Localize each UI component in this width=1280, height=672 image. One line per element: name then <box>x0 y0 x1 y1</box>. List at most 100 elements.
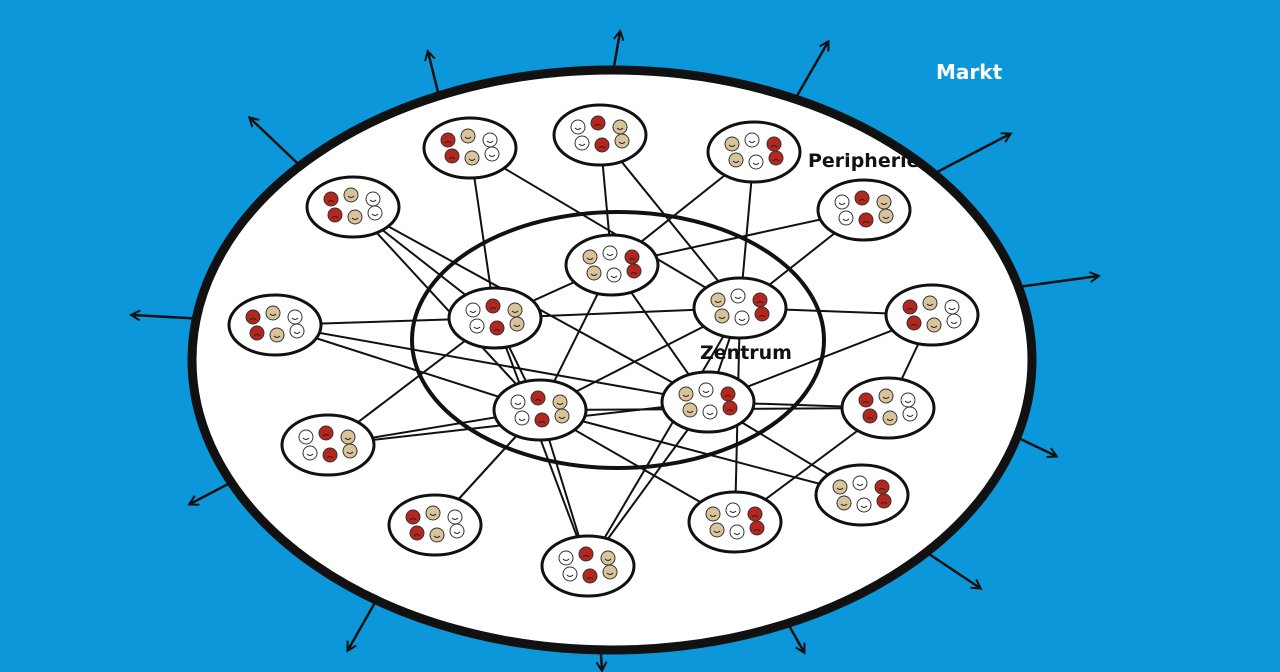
face-mouth <box>618 141 626 144</box>
face-mouth <box>738 318 746 321</box>
face-mouth <box>682 394 690 397</box>
face-mouth <box>880 502 888 505</box>
connection-line <box>469 147 741 309</box>
face-mouth <box>511 310 519 313</box>
face-mouth <box>686 410 694 413</box>
frowning-face-icon <box>752 292 768 308</box>
frowning-face-icon <box>876 493 892 509</box>
face-mouth <box>860 505 868 508</box>
connection-line <box>274 324 541 411</box>
group-node <box>280 413 376 477</box>
face-mouth <box>538 421 546 424</box>
group-node-outline <box>706 120 802 184</box>
smiley-face-icon <box>342 443 358 459</box>
frowning-face-icon <box>749 520 765 536</box>
frowning-face-icon <box>534 412 550 428</box>
frowning-face-icon <box>249 325 265 341</box>
face-mouth <box>346 451 354 454</box>
face-mouth <box>734 296 742 299</box>
smiley-face-icon <box>705 506 721 522</box>
frowning-face-icon <box>754 306 770 322</box>
group-node-outline <box>814 463 910 527</box>
group-node-outline <box>447 286 543 350</box>
group-node <box>387 493 483 557</box>
group-node-outline <box>692 276 788 340</box>
face-mouth <box>514 402 522 405</box>
face-mouth <box>586 257 594 260</box>
group-node <box>422 116 518 180</box>
face-mouth <box>306 453 314 456</box>
smiley-face-icon <box>460 128 476 144</box>
smiley-face-icon <box>365 191 381 207</box>
group-node <box>447 286 543 350</box>
face-mouth <box>351 217 359 220</box>
smiley-face-icon <box>902 406 918 422</box>
frowning-face-icon <box>582 568 598 584</box>
smiley-face-icon <box>882 410 898 426</box>
frowning-face-icon <box>322 447 338 463</box>
frowning-face-icon <box>245 309 261 325</box>
face-mouth <box>842 218 850 221</box>
frowning-face-icon <box>530 390 546 406</box>
frowning-face-icon <box>747 506 763 522</box>
face-mouth <box>838 202 846 205</box>
smiley-face-icon <box>729 524 745 540</box>
smiley-face-icon <box>606 267 622 283</box>
group-node-outline <box>387 493 483 557</box>
smiley-face-icon <box>878 388 894 404</box>
face-mouth <box>344 437 352 440</box>
frowning-face-icon <box>906 315 922 331</box>
group-node <box>227 293 323 357</box>
face-mouth <box>473 326 481 329</box>
face-mouth <box>772 159 780 162</box>
face-mouth <box>862 221 870 224</box>
face-mouth <box>269 313 277 316</box>
group-node-outline <box>884 283 980 347</box>
face-mouth <box>706 412 714 415</box>
face-mouth <box>489 307 497 310</box>
smiley-face-icon <box>482 132 498 148</box>
frowning-face-icon <box>440 132 456 148</box>
face-mouth <box>728 144 736 147</box>
group-node <box>816 178 912 242</box>
smiley-face-icon <box>287 309 303 325</box>
smiley-face-icon <box>852 475 868 491</box>
group-node <box>687 490 783 554</box>
face-mouth <box>858 199 866 202</box>
face-mouth <box>488 154 496 157</box>
face-mouth <box>556 402 564 405</box>
smiley-face-icon <box>944 299 960 315</box>
face-mouth <box>429 513 437 516</box>
frowning-face-icon <box>323 191 339 207</box>
face-mouth <box>752 162 760 165</box>
group-node <box>305 175 401 239</box>
group-node <box>840 376 936 440</box>
group-node-outline <box>492 378 588 442</box>
face-mouth <box>273 335 281 338</box>
smiley-face-icon <box>343 187 359 203</box>
smiley-face-icon <box>514 410 530 426</box>
face-mouth <box>249 318 257 321</box>
smiley-face-icon <box>447 509 463 525</box>
face-mouth <box>836 487 844 490</box>
frowning-face-icon <box>902 299 918 315</box>
face-mouth <box>574 127 582 130</box>
group-node-outline <box>280 413 376 477</box>
face-mouth <box>733 532 741 535</box>
face-mouth <box>513 324 521 327</box>
smiley-face-icon <box>507 302 523 318</box>
face-mouth <box>518 418 526 421</box>
frowning-face-icon <box>722 400 738 416</box>
group-node-outline <box>564 233 660 297</box>
face-mouth <box>628 258 636 261</box>
smiley-face-icon <box>602 564 618 580</box>
face-mouth <box>606 253 614 256</box>
smiley-face-icon <box>900 392 916 408</box>
face-mouth <box>714 300 722 303</box>
smiley-face-icon <box>878 208 894 224</box>
connection-line <box>494 317 589 567</box>
face-mouth <box>866 417 874 420</box>
face-mouth <box>840 503 848 506</box>
smiley-face-icon <box>946 313 962 329</box>
